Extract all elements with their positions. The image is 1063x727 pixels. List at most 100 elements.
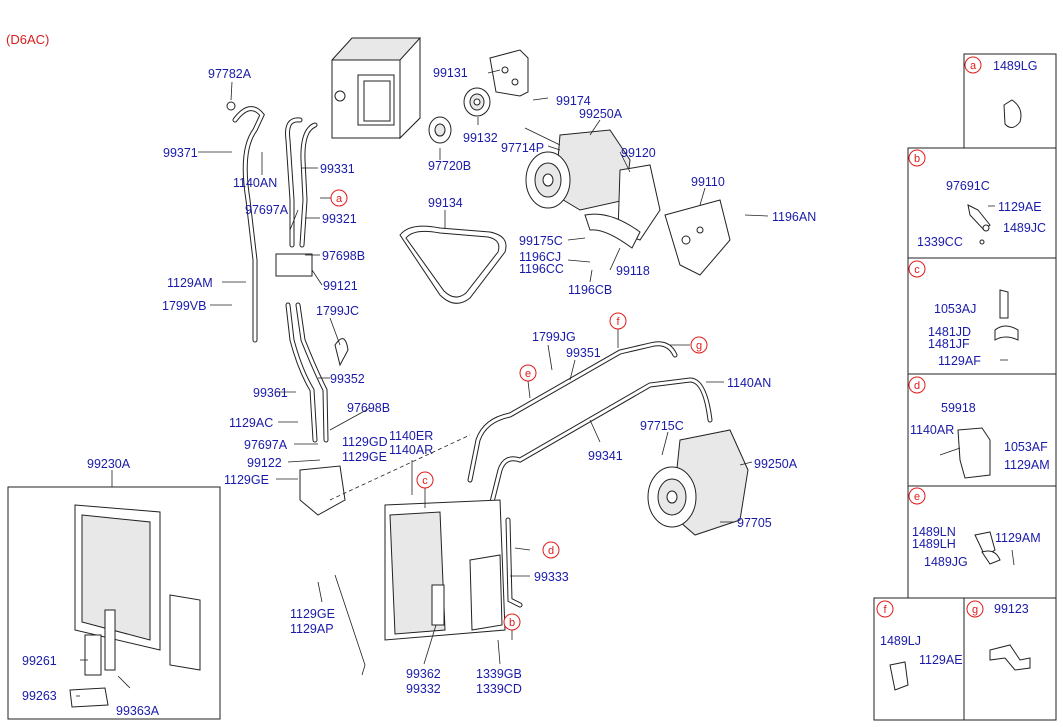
panel-e: e 1489LN 1489LH 1129AM 1489JG [907,485,1057,599]
label-1129AC: 1129AC [229,416,273,430]
label-1339CD: 1339CD [476,682,522,696]
label-97714P: 97714P [501,141,544,155]
panel-a-letter: a [970,60,977,72]
panel-b-part-1: 97691C [946,179,990,193]
callout-circle-f [609,312,627,330]
condenser-center-drawing [329,434,506,676]
panel-b-part-4: 1339CC [917,235,963,249]
label-97715C: 97715C [640,419,684,433]
mid-refrigerant-pipes-drawing [285,302,349,516]
panel-b: b 97691C 1129AE 1489JC 1339CC [907,147,1057,259]
panel-f-part-2: 1129AE [919,653,963,667]
label-99352: 99352 [330,372,365,386]
label-97720B: 97720B [428,159,471,173]
label-1140AN: 1140AN [233,176,277,190]
panel-c-part-4: 1129AF [938,354,981,368]
panel-d-part-3: 1053AF [1004,440,1048,454]
long-refrigerant-pipes-drawing [467,341,713,608]
label-99121: 99121 [323,279,358,293]
panel-f-letter: f [883,604,887,616]
callout-markers: a b c d e f g [320,189,708,640]
label-99122: 99122 [247,456,282,470]
callout-circle-b [503,613,521,631]
condenser-inset-drawing [69,504,201,708]
panel-f-part-1: 1489LJ [880,634,921,648]
label-97782A: 97782A [208,67,252,81]
label-99351: 99351 [566,346,601,360]
bracket-99131-drawing [489,49,529,97]
panel-f: f 1489LJ 1129AE [873,597,965,721]
panel-e-part-1: 1489LN [912,525,956,539]
panel-d-part-1: 59918 [941,401,976,415]
label-1140AR: 1140AR [389,443,433,457]
panel-e-part-2: 1489LH [912,537,956,551]
drive-belt-drawing [399,225,507,304]
compressor-lower-drawing [647,429,749,536]
label-1129AM: 1129AM [167,276,213,290]
panel-b-letter: b [914,153,920,165]
panel-g-letter: g [972,604,978,616]
panel-d: d 59918 1140AR 1053AF 1129AM [907,373,1057,487]
label-99175C: 99175C [519,234,563,248]
panel-c: c 1053AJ 1481JD 1481JF 1129AF [907,257,1057,375]
label-99263: 99263 [22,689,57,703]
panel-g: g 99123 [963,597,1057,721]
label-97698B: 97698B [322,249,365,263]
label-99371: 99371 [163,146,198,160]
callout-circle-d [542,541,560,559]
panel-d-part-2: 1140AR [910,423,954,437]
label-99363A: 99363A [116,704,160,718]
label-1129GD: 1129GD [342,435,388,449]
panel-e-letter: e [914,491,920,503]
callout-circle-c [416,471,434,489]
label-97698B-b: 97698B [347,401,390,415]
label-1196CC: 1196CC [519,262,564,276]
panel-a-part: 1489LG [993,59,1037,73]
label-1196CB: 1196CB [568,283,612,297]
label-99120: 99120 [621,146,656,160]
panel-b-part-2: 1129AE [998,200,1042,214]
callout-circle-e [519,364,537,382]
label-99174: 99174 [556,94,591,108]
panel-e-part-3: 1129AM [995,531,1041,545]
label-99341: 99341 [588,449,623,463]
label-99110: 99110 [691,175,725,189]
panel-e-part-4: 1489JG [924,555,968,569]
label-1196AN: 1196AN [772,210,816,224]
label-99230A: 99230A [87,457,131,471]
panel-b-part-3: 1489JC [1003,221,1046,235]
panel-c-letter: c [914,264,920,276]
label-99332: 99332 [406,682,441,696]
compressor-upper-drawing [524,127,631,211]
label-99132: 99132 [463,131,498,145]
label-97697A-b: 97697A [244,438,288,452]
label-99250A-b: 99250A [754,457,798,471]
label-99331: 99331 [320,162,355,176]
panel-c-part-1: 1053AJ [934,302,976,316]
callout-letter-c: c [422,475,428,487]
callout-letter-f: f [616,316,620,328]
label-1799VB: 1799VB [162,299,206,313]
label-99333: 99333 [534,570,569,584]
label-99361: 99361 [253,386,288,400]
left-refrigerant-pipes-drawing [226,101,318,343]
label-1140ER: 1140ER [389,429,433,443]
panel-c-part-2: 1481JD [928,325,971,339]
label-1129GE-b: 1129GE [224,473,269,487]
callout-letter-e: e [525,368,531,380]
label-99131: 99131 [433,66,468,80]
label-99261: 99261 [22,654,57,668]
label-1196CJ: 1196CJ [519,250,561,264]
panel-d-part-4: 1129AM [1004,458,1050,472]
panel-c-part-3: 1481JF [928,337,970,351]
label-99118: 99118 [616,264,650,278]
condenser-assembly-inset [7,486,221,720]
callout-letter-d: d [548,545,554,557]
label-1129GE-c: 1129GE [290,607,335,621]
label-99134: 99134 [428,196,463,210]
diagram-title: (D6AC) [6,32,49,47]
label-1129GE: 1129GE [342,450,387,464]
label-99250A: 99250A [579,107,623,121]
idler-pulley-drawing [463,87,491,117]
label-97705: 97705 [737,516,772,530]
